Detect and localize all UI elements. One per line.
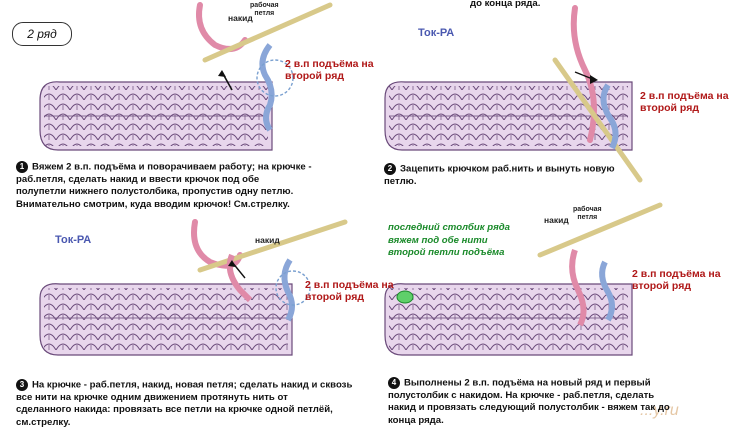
- last-stitch-note: последний столбик ряда вяжем под обе нит…: [388, 222, 511, 258]
- watermark: ...y.ru: [640, 402, 679, 419]
- step-4-number: 4: [388, 377, 400, 389]
- lift-label-2: 2 в.п подъёма на второй ряд: [640, 90, 729, 114]
- nakid-label-3: накид: [255, 235, 280, 245]
- step-1-text: Вяжем 2 в.п. подъёма и поворачиваем рабо…: [16, 161, 312, 210]
- step-3-number: 3: [16, 379, 28, 391]
- step-2-number: 2: [384, 163, 396, 175]
- lift-label-4: 2 в.п подъёма на второй ряд: [632, 268, 721, 292]
- step-1-number: 1: [16, 161, 28, 173]
- yarn-hook-4: [396, 202, 663, 327]
- working-loop-label-1: рабочая петля: [250, 2, 279, 17]
- lift-label-3: 2 в.п подъёма на второй ряд: [305, 279, 394, 303]
- fabric-1: [39, 81, 273, 151]
- step-3-text: На крючке - раб.петля, накид, новая петл…: [16, 379, 353, 428]
- yarn-hook-2: [552, 5, 643, 183]
- yarn-hook-1: [196, 2, 333, 132]
- fabric-4: [384, 283, 633, 356]
- lift-label-1: 2 в.п подъёма на второй ряд: [285, 58, 374, 82]
- yarn-hook-3: [191, 219, 348, 322]
- tok-ra-label-1: Ток-РА: [418, 27, 455, 39]
- fabric-3: [39, 283, 293, 356]
- top-continuation: до конца ряда.: [470, 0, 541, 9]
- row-badge: 2 ряд: [12, 22, 72, 46]
- nakid-label-1: накид: [228, 13, 253, 23]
- working-loop-label-4: рабочая петля: [573, 206, 602, 221]
- fabric-2: [384, 81, 633, 151]
- step-2-text: Зацепить крючком раб.нить и вынуть новую…: [384, 163, 615, 187]
- tok-ra-label-2: Ток-РА: [55, 234, 92, 246]
- nakid-label-4: накид: [544, 215, 569, 225]
- step-4-text: Выполнены 2 в.п. подъёма на новый ряд и …: [388, 377, 670, 426]
